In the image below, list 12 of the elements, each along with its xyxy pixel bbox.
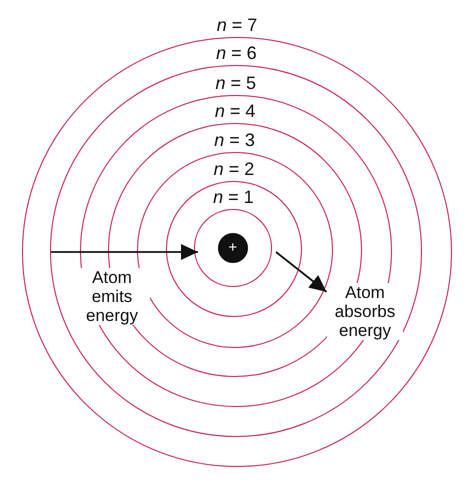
orbit-label: n = 4 (214, 101, 256, 122)
orbit-label: n = 5 (216, 72, 256, 93)
orbit-label: n = 6 (216, 43, 257, 64)
orbit-label: n = 1 (213, 187, 254, 208)
nucleus-circle (218, 232, 248, 263)
arrow (51, 244, 198, 260)
edge-label: Atom absorbs energy (327, 283, 403, 340)
arrow (275, 251, 328, 293)
orbit-label: n = 3 (214, 130, 255, 150)
charge-sign: + (227, 240, 238, 256)
orbit-label: n = 7 (216, 15, 258, 35)
orbit-label: n = 2 (214, 158, 254, 179)
